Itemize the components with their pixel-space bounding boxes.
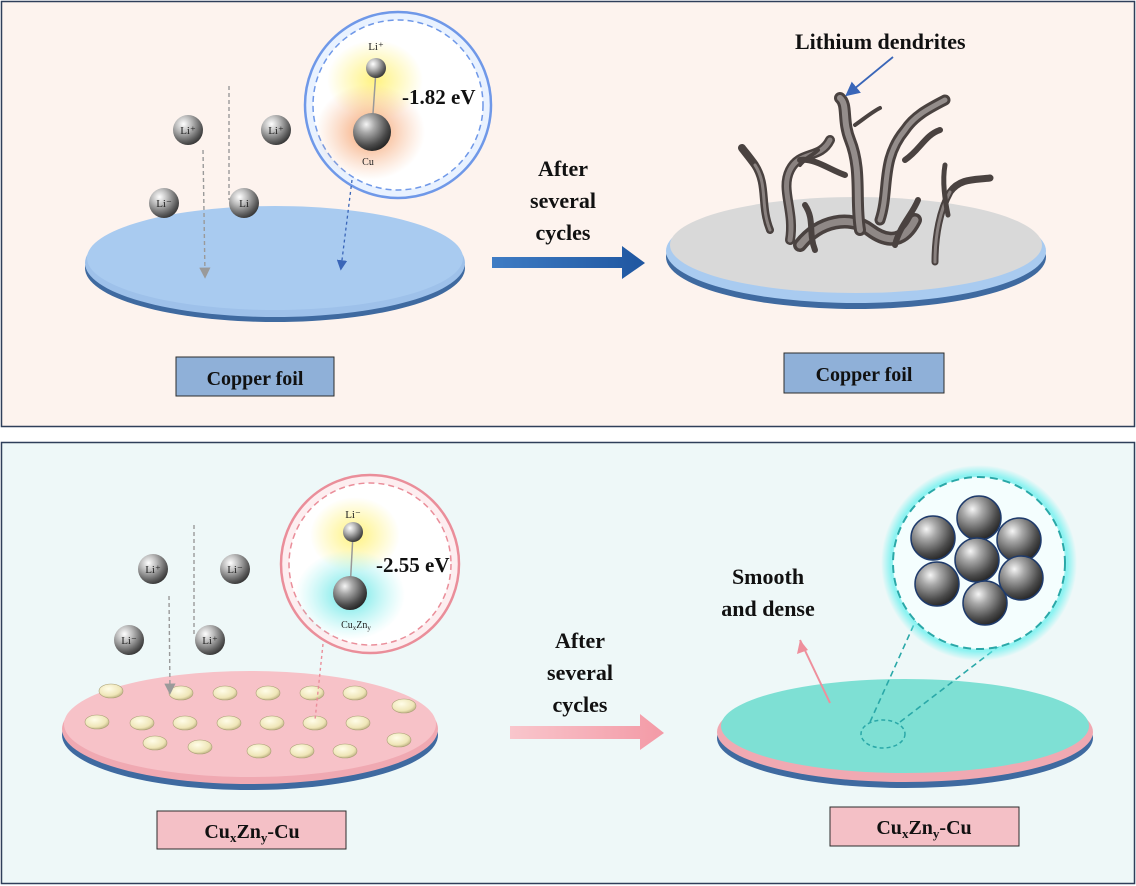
top-ion-3-label: Li⁻ [156, 198, 172, 210]
alloy-seed [216, 715, 242, 731]
bottom-ion-2: Li⁻ [220, 554, 250, 584]
bottom-ion-path-1 [164, 595, 176, 695]
alloy-seed [142, 735, 168, 751]
top-inset-bubble: Li⁺ Cu -1.82 eV [303, 10, 493, 200]
alloy-seeds [84, 683, 417, 759]
bottom-inset-bubble: Li⁻ CuxZny -2.55 eV [279, 473, 461, 655]
lithium-sphere [998, 555, 1044, 601]
top-ion-1-label: Li⁺ [180, 125, 196, 137]
bottom-ion-1: Li⁺ [138, 554, 168, 584]
bottom-left-label-box: CuxZny-Cu [156, 810, 347, 850]
alloy-seed [259, 715, 285, 731]
top-right-copper-disk [666, 197, 1046, 309]
alloy-seed [332, 743, 358, 759]
lithium-dendrites-pointer [845, 56, 894, 97]
smooth-dense-label-line-1: Smooth [732, 564, 804, 589]
zoom-line-2 [899, 629, 1021, 723]
alloy-seed [299, 685, 325, 701]
bottom-energy-label: -2.55 eV [376, 553, 449, 577]
top-inset-ion-label: Li⁺ [368, 41, 384, 53]
bottom-ion-4-label: Li⁺ [202, 635, 218, 647]
alloy-seed [84, 714, 110, 730]
bottom-right-label: CuxZny-Cu [876, 817, 971, 841]
lithium-dendrites [738, 92, 994, 266]
top-ion-4: Li [229, 188, 259, 218]
top-arrow-line-2: several [530, 188, 596, 213]
bottom-right-alloy-disk [717, 679, 1093, 788]
bottom-inset-ion-label: Li⁻ [345, 509, 361, 521]
lithium-sphere [962, 580, 1008, 626]
alloy-seed [246, 743, 272, 759]
bottom-ion-2-label: Li⁻ [227, 564, 243, 576]
bottom-ion-1-label: Li⁺ [145, 564, 161, 576]
bottom-ion-3: Li⁻ [114, 625, 144, 655]
bottom-ion-4: Li⁺ [195, 625, 225, 655]
smooth-dense-pointer-head [797, 640, 808, 654]
lithium-sphere [954, 537, 1000, 583]
alloy-seed [386, 732, 412, 748]
alloy-seed [212, 685, 238, 701]
dense-lithium-spheres [910, 495, 1044, 626]
top-ion-2: Li⁺ [261, 115, 291, 145]
alloy-seed [187, 739, 213, 755]
bottom-arrow-line-2: several [547, 660, 613, 685]
alloy-seed [168, 685, 194, 701]
lithium-sphere [914, 561, 960, 607]
smooth-dense-label-line-2: and dense [721, 596, 815, 621]
top-ion-1: Li⁺ [173, 115, 203, 145]
lithium-sphere [910, 515, 956, 561]
alloy-seed [255, 685, 281, 701]
top-energy-label: -1.82 eV [402, 85, 475, 109]
top-ion-2-label: Li⁺ [268, 125, 284, 137]
top-left-label-box: Copper foil [175, 356, 335, 397]
top-inset-atom-label: Cu [362, 157, 374, 168]
zoom-spot [860, 719, 906, 749]
top-transition-arrow [492, 246, 645, 279]
lithium-dendrites-label: Lithium dendrites [795, 29, 966, 54]
top-ion-path-1 [199, 149, 211, 279]
lithium-sphere [956, 495, 1002, 541]
top-left-label: Copper foil [207, 368, 304, 390]
bottom-transition-arrow [510, 714, 664, 750]
alloy-seed [129, 715, 155, 731]
top-inset-pointer [336, 179, 353, 271]
top-left-copper-disk [85, 206, 465, 322]
alloy-seed [172, 715, 198, 731]
bottom-arrow-line-3: cycles [553, 692, 608, 717]
bottom-arrow-line-1: After [555, 628, 605, 653]
top-ion-4-label: Li [239, 198, 249, 210]
bottom-left-label: CuxZny-Cu [204, 821, 299, 845]
alloy-seed [289, 743, 315, 759]
bottom-right-label-box: CuxZny-Cu [829, 806, 1020, 847]
bottom-inset-pointer [314, 643, 324, 721]
bottom-inset-atom-label: CuxZny [341, 620, 371, 632]
top-right-label: Copper foil [816, 364, 913, 386]
bottom-ion-3-label: Li⁻ [121, 635, 137, 647]
top-right-label-box: Copper foil [783, 352, 945, 394]
top-arrow-line-3: cycles [536, 220, 591, 245]
alloy-seed [345, 715, 371, 731]
top-arrow-line-1: After [538, 156, 588, 181]
alloy-seed [342, 685, 368, 701]
alloy-seed [391, 698, 417, 714]
alloy-seed [98, 683, 124, 699]
top-ion-3: Li⁻ [149, 188, 179, 218]
